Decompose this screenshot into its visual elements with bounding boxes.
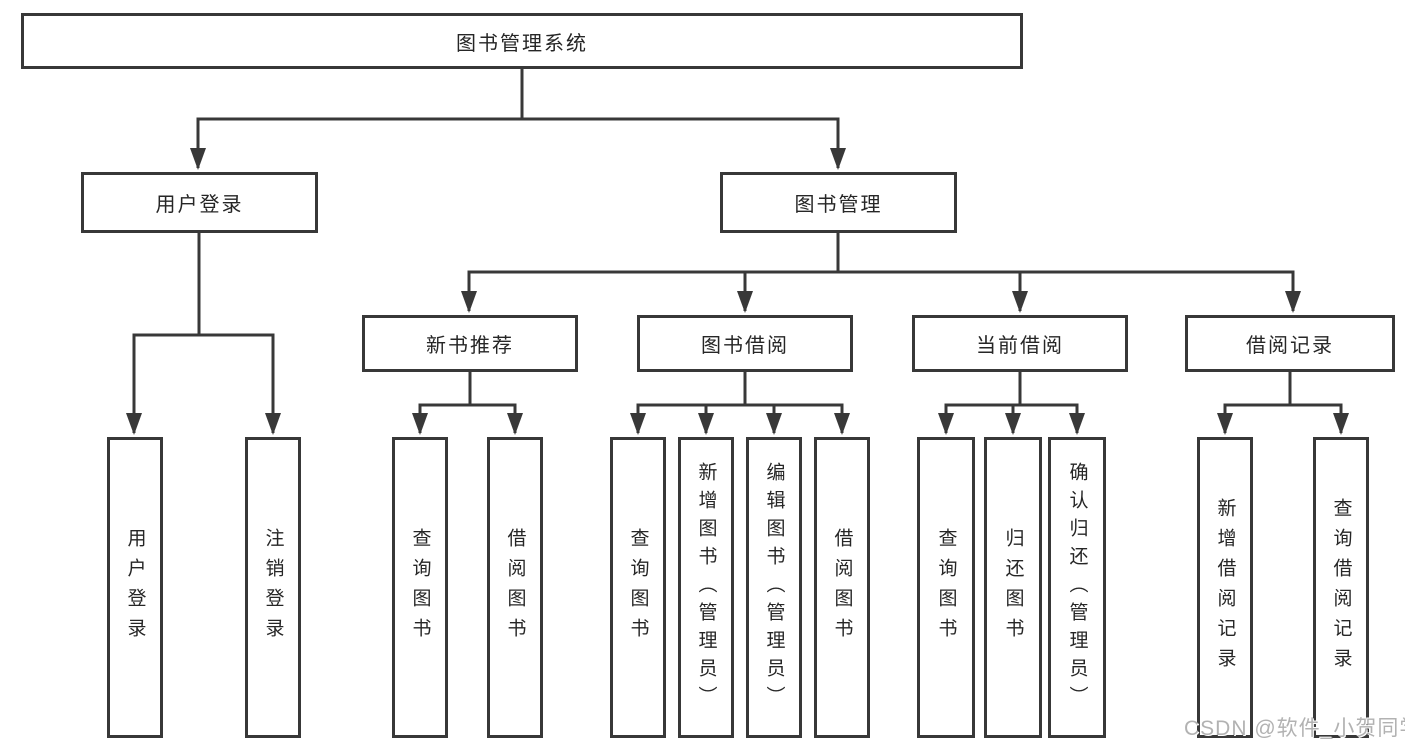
node-root-system: 图书管理系统 <box>21 13 1023 69</box>
leaf-borrow-books: 借阅图书 <box>814 437 870 738</box>
leaf-logout: 注销登录 <box>245 437 301 738</box>
leaf-borrow-query-books: 查询图书 <box>610 437 666 738</box>
leaf-add-borrow-record: 新增借阅记录 <box>1197 437 1253 738</box>
leaf-current-query-books: 查询图书 <box>917 437 975 738</box>
node-current-borrow: 当前借阅 <box>912 315 1128 372</box>
leaf-return-books: 归还图书 <box>984 437 1042 738</box>
node-book-borrow: 图书借阅 <box>637 315 853 372</box>
leaf-confirm-return-admin: 确认归还（管理员） <box>1048 437 1106 738</box>
leaf-recommend-borrow-books: 借阅图书 <box>487 437 543 738</box>
arrowheads <box>126 119 1349 435</box>
leaf-query-borrow-record: 查询借阅记录 <box>1313 437 1369 738</box>
leaf-edit-books-admin: 编辑图书（管理员） <box>746 437 802 738</box>
csdn-watermark: CSDN @软件_小贺同学 <box>1184 717 1405 740</box>
node-book-management: 图书管理 <box>720 172 957 233</box>
node-new-book-recommend: 新书推荐 <box>362 315 578 372</box>
node-user-login: 用户登录 <box>81 172 318 233</box>
node-borrow-records: 借阅记录 <box>1185 315 1395 372</box>
leaf-user-login: 用户登录 <box>107 437 163 738</box>
leaf-recommend-query-books: 查询图书 <box>392 437 448 738</box>
leaf-add-books-admin: 新增图书（管理员） <box>678 437 734 738</box>
